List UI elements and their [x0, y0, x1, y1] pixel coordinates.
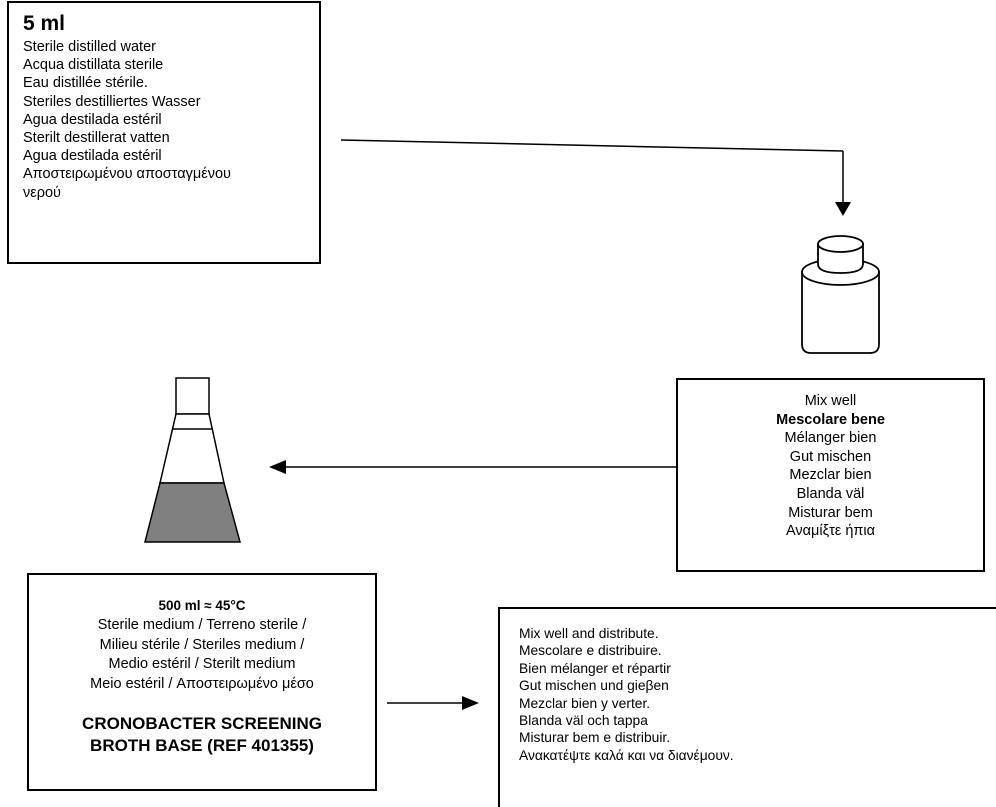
medium-line: Sterile medium / Terreno sterile /: [97, 617, 307, 633]
water-line: Αποστειρωμένου αποσταγμένου: [23, 166, 231, 183]
product-title: CRONOBACTER SCREENING: [82, 714, 322, 734]
medium-instructions-box: 500 ml ≈ 45°C Sterile medium / Terreno s…: [27, 573, 377, 791]
distribute-line: Ανακατέψτε καλά και να διανέμουν.: [519, 747, 734, 763]
water-line: Agua destilada estéril: [23, 148, 162, 165]
water-line: Eau distillée stérile.: [23, 75, 148, 92]
mix-line-bold: Mescolare bene: [776, 411, 885, 428]
arrow-medium-to-distribute: [387, 696, 479, 710]
flask-liquid: [144, 482, 241, 543]
product-title: BROTH BASE (REF 401355): [90, 736, 314, 756]
water-line: Sterilt destillerat vatten: [23, 130, 170, 147]
arrow-water-to-vial: [340, 139, 851, 216]
distribute-line: Mezclar bien y verter.: [519, 695, 651, 711]
mix-line: Blanda väl: [796, 485, 865, 502]
mix-line: Αναμίξτε ήπια: [785, 523, 875, 540]
mix-line: Mix well: [804, 393, 857, 409]
water-line: Sterile distilled water: [23, 39, 156, 55]
distribute-line: Blanda väl och tappa: [519, 713, 648, 729]
distribute-line: Mix well and distribute.: [519, 626, 659, 641]
water-volume: 5 ml: [23, 12, 66, 35]
distribute-line: Mescolare e distribuire.: [519, 643, 662, 659]
medium-line: Meio estéril / Αποστειρωμένο μέσο: [90, 675, 314, 692]
distribute-line: Bien mélanger et répartir: [519, 660, 671, 676]
mix-line: Misturar bem: [788, 504, 873, 521]
water-line: Steriles destilliertes Wasser: [23, 93, 201, 110]
mix-line: Mezclar bien: [789, 467, 872, 484]
arrow-mix-to-flask: [269, 460, 676, 474]
distribute-line: Misturar bem e distribuir.: [519, 730, 671, 746]
water-line: Agua destilada estéril: [23, 111, 162, 128]
mix-line: Mélanger bien: [784, 430, 877, 447]
medium-line: Milieu stérile / Steriles medium /: [99, 636, 305, 653]
water-line: νερού: [23, 184, 61, 201]
water-instructions-box: 5 ml Sterile distilled water Acqua disti…: [7, 1, 321, 264]
water-line: Acqua distillata sterile: [23, 57, 164, 74]
distribute-instructions-box: Mix well and distribute. Mescolare e dis…: [498, 607, 996, 807]
distribute-line: Gut mischen und gieβen: [519, 678, 669, 694]
medium-line: Medio estéril / Sterilt medium: [108, 656, 296, 673]
flask-icon: [144, 377, 241, 543]
mix-instructions-box: Mix well Mescolare bene Mélanger bien Gu…: [676, 378, 985, 572]
vial-icon: [801, 235, 880, 354]
mix-line: Gut mischen: [789, 448, 872, 465]
medium-heading: 500 ml ≈ 45°C: [158, 598, 246, 613]
